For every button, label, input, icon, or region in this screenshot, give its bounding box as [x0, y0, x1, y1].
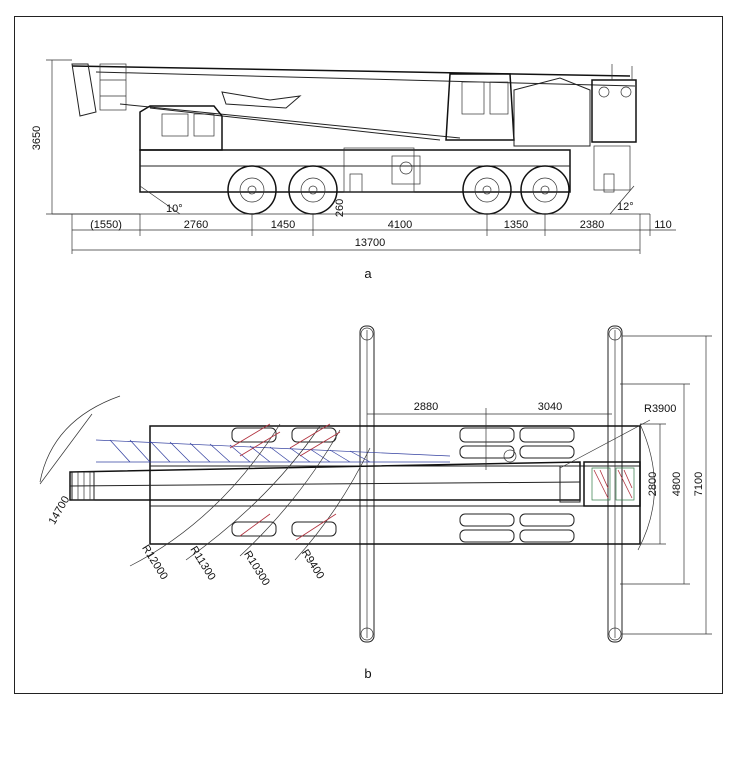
right-dim-2: 4800 [671, 472, 683, 496]
wheels [227, 165, 570, 215]
approach-angle: 10° [166, 203, 183, 215]
drawing-frame [14, 16, 723, 694]
top-view: 14700 R12000 R11300 R10300 R9400 2880 30… [39, 325, 712, 681]
dim-5: 2380 [580, 219, 604, 231]
top-dim-1: 2880 [414, 401, 438, 413]
dim-3: 4100 [388, 219, 412, 231]
tail-radius: R3900 [644, 403, 676, 415]
radius-1: R12000 [139, 543, 170, 582]
dim-1: 2760 [184, 219, 208, 231]
figure-a-label: a [364, 266, 372, 281]
dim-6: 110 [654, 219, 672, 231]
top-dim-2: 3040 [538, 401, 562, 413]
ground-clearance: 260 [334, 199, 346, 217]
radius-2: R11300 [187, 544, 217, 582]
side-view: 3650 [31, 59, 676, 281]
right-dim-1: 2800 [647, 472, 659, 496]
dim-2: 1450 [271, 219, 295, 231]
right-dim-3: 7100 [693, 472, 705, 496]
height-dim: 3650 [31, 126, 43, 150]
radius-arcs [39, 395, 655, 567]
dim-4: 1350 [504, 219, 528, 231]
figure-b-label: b [364, 666, 371, 681]
boom-width-dim: 14700 [47, 494, 73, 526]
outriggers [359, 325, 623, 643]
dim-0: (1550) [90, 219, 122, 231]
radius-3: R10300 [241, 549, 272, 588]
overall-length: 13700 [355, 237, 386, 249]
radius-4: R9400 [299, 547, 326, 581]
departure-angle: 12° [617, 201, 634, 213]
